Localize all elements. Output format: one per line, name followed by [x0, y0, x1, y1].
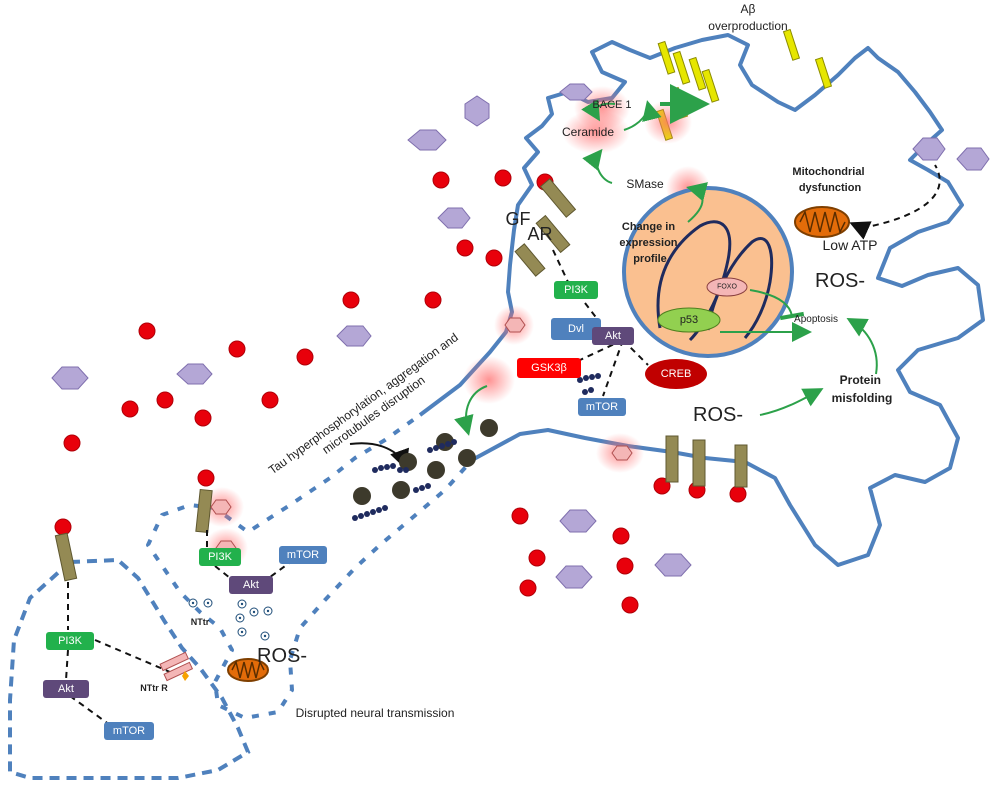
- damaged-axon-membrane: [145, 412, 474, 721]
- dvl-label: Dvl: [568, 323, 584, 335]
- nttr-r-label: NTtr R: [140, 683, 168, 693]
- mito-dysfunction-label: Mitochondrial dysfunction: [792, 166, 867, 194]
- bace1-label: BACE 1: [592, 99, 631, 111]
- overproduction-label: overproduction: [708, 19, 787, 33]
- mtor-mid-label: mTOR: [287, 549, 319, 561]
- nttr-label: NTtr: [191, 617, 210, 627]
- disrupted-transmission-label: Disrupted neural transmission: [296, 706, 455, 720]
- ros-right-label: ROS-: [815, 270, 865, 292]
- akt-left-box: Akt: [43, 680, 89, 698]
- purple-hexagons: [51, 83, 990, 589]
- smase-label: SMase: [626, 177, 664, 191]
- mtor-left-box: mTOR: [104, 722, 154, 740]
- creb-node: CREB: [645, 359, 707, 389]
- pi3k-top-label: PI3K: [564, 284, 589, 296]
- ar-label: AR: [527, 224, 552, 244]
- ceramide-label: Ceramide: [562, 125, 614, 139]
- glow-spots: [200, 86, 710, 568]
- nttr-vesicles: [188, 598, 273, 641]
- low-atp-label: Low ATP: [823, 237, 878, 253]
- mtor-top-box: mTOR: [578, 398, 626, 416]
- mtor-left-label: mTOR: [113, 725, 145, 737]
- postsynaptic-membrane: [8, 557, 251, 780]
- akt-top-box: Akt: [592, 327, 634, 345]
- mito-arrowhead: [849, 221, 872, 240]
- gsk3b-label: GSK3β: [531, 362, 567, 374]
- apoptosis-label: Apoptosis: [794, 314, 838, 325]
- p53-label: p53: [680, 314, 698, 326]
- gsk3b-box: GSK3β: [517, 358, 581, 378]
- nttr-receptor: [159, 651, 194, 682]
- creb-label: CREB: [661, 368, 692, 380]
- nttr-vesicle-centers: [191, 601, 270, 638]
- ros-bottom-label: ROS-: [257, 645, 307, 667]
- gf-label: GF: [506, 209, 531, 229]
- green-arrows: [454, 99, 878, 436]
- microtubule-fragments: [352, 373, 601, 521]
- dvl-box: Dvl: [551, 318, 601, 340]
- akt-top-label: Akt: [605, 330, 621, 342]
- receptors: [54, 178, 748, 582]
- nucleus: [622, 186, 794, 358]
- pi3k-top-box: PI3K: [554, 281, 598, 299]
- akt-mid-box: Akt: [229, 576, 273, 594]
- pi3k-left-box: PI3K: [46, 632, 94, 650]
- mitochondrion-top: [794, 206, 850, 238]
- mtor-mid-box: mTOR: [279, 546, 327, 564]
- akt-left-label: Akt: [58, 683, 74, 695]
- pi3k-left-label: PI3K: [58, 635, 83, 647]
- pi3k-mid-box: PI3K: [199, 548, 241, 566]
- ros-mid-label: ROS-: [693, 404, 743, 426]
- foxo-label: FOXO: [717, 284, 737, 291]
- pi3k-mid-label: PI3K: [208, 551, 233, 563]
- foxo-node: [706, 277, 748, 297]
- p53-node: [657, 307, 721, 333]
- protein-misfolding-label: Protein misfolding: [832, 373, 893, 405]
- chromatin-strand-1: [656, 220, 732, 342]
- tau-aggregates: [353, 419, 498, 505]
- mitochondrion-bottom: [227, 658, 269, 682]
- akt-mid-label: Akt: [243, 579, 259, 591]
- abeta-label: Aβ: [741, 2, 756, 16]
- mtor-top-label: mTOR: [586, 401, 618, 413]
- change-expression-label: Change in expression profile: [619, 221, 680, 265]
